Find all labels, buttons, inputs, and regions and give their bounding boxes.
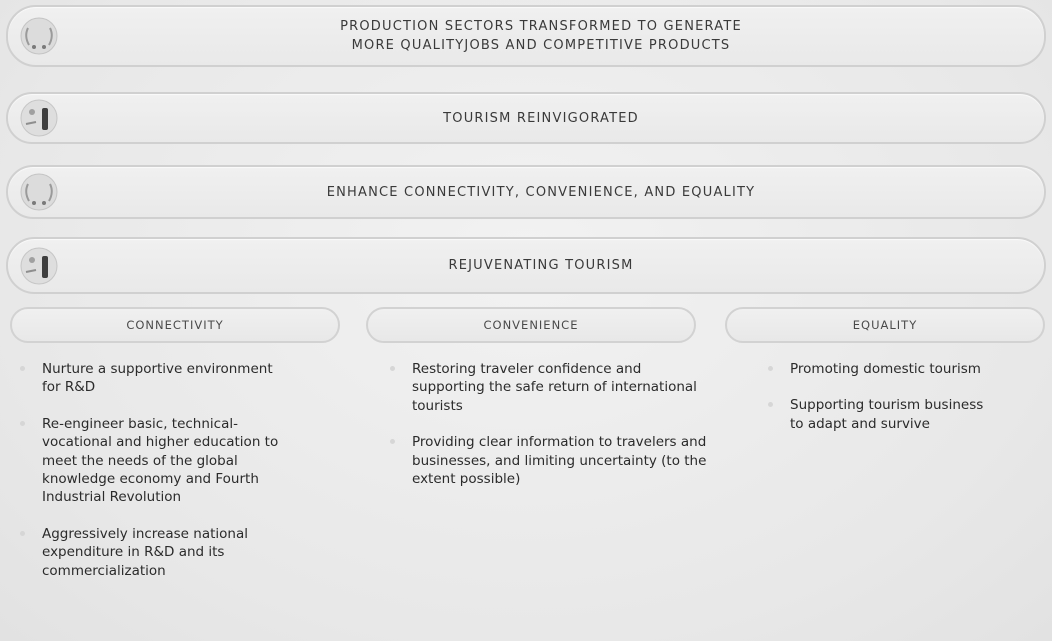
column-header-equality: EQUALITY [725,307,1045,343]
banner-enhance-connectivity: ENHANCE CONNECTIVITY, CONVENIENCE, AND E… [6,165,1046,219]
list-item-text: Nurture a supportive environment for R&D [42,361,273,396]
banner-rejuvenating-tourism: REJUVENATING TOURISM [6,237,1046,294]
column-header-convenience: CONVENIENCE [366,307,696,343]
list-item: Aggressively increase national expenditu… [20,525,292,580]
banner-tourism-reinvigorated: TOURISM REINVIGORATED [6,92,1046,144]
banner-title: ENHANCE CONNECTIVITY, CONVENIENCE, AND E… [326,184,756,200]
column-header-connectivity: CONNECTIVITY [10,307,340,343]
connectivity-list: Nurture a supportive environment for R&D… [20,360,292,598]
bullet-icon [390,439,395,445]
list-item: Restoring traveler confidence and suppor… [390,360,712,415]
list-item-text: Providing clear information to travelers… [412,434,707,488]
bullet-icon [768,402,773,408]
list-item-text: Re-engineer basic, technical-vocational … [42,415,279,506]
travel-icon [20,99,58,137]
laurel-wreath-icon [20,173,58,211]
laurel-wreath-icon [20,17,58,55]
banner-title: PRODUCTION SECTORS TRANSFORMED TO GENERA… [340,19,742,53]
bullet-icon [768,366,773,371]
list-item: Re-engineer basic, technical-vocational … [20,415,292,507]
equality-list: Promoting domestic tourism Supporting to… [768,360,990,451]
list-item: Supporting tourism business to adapt and… [768,396,990,433]
list-item: Promoting domestic tourism [768,360,990,378]
convenience-list: Restoring traveler confidence and suppor… [390,360,712,506]
bullet-icon [20,530,25,536]
bullet-icon [20,420,25,426]
banner-title: REJUVENATING TOURISM [448,258,634,273]
travel-icon [20,247,58,284]
list-item-text: Supporting tourism business to adapt and… [790,397,984,432]
banner-production-sectors: PRODUCTION SECTORS TRANSFORMED TO GENERA… [6,5,1046,67]
bullet-icon [390,366,395,371]
bullet-icon [20,366,25,371]
list-item-text: Restoring traveler confidence and suppor… [412,361,697,414]
list-item-text: Promoting domestic tourism [790,361,981,377]
banner-title: TOURISM REINVIGORATED [443,110,639,126]
list-item-text: Aggressively increase national expenditu… [42,525,248,579]
list-item: Providing clear information to travelers… [390,433,712,488]
list-item: Nurture a supportive environment for R&D [20,360,292,397]
